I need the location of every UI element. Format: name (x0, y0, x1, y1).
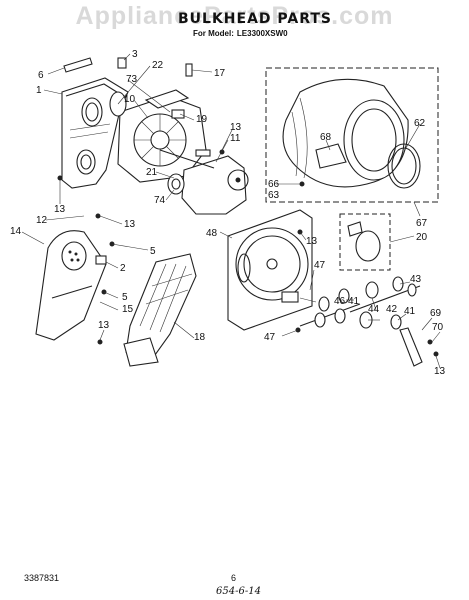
callout-43: 43 (410, 274, 422, 285)
document-number: 3387831 (24, 573, 60, 583)
model-prefix: For Model: (193, 29, 234, 38)
model-number: LE3300XSW0 (236, 29, 288, 38)
belt-kit-part (339, 213, 391, 271)
drum-assembly-part (265, 67, 439, 203)
callout-6: 6 (38, 70, 44, 81)
callout-68: 68 (320, 132, 332, 143)
callout-42: 42 (386, 304, 398, 315)
callout-48: 48 (206, 228, 218, 239)
callout-labels: 3 22 6 73 17 1 10 19 13 11 21 62 68 66 6… (10, 49, 446, 377)
callout-22: 22 (152, 60, 164, 71)
page-number: 6 (231, 573, 237, 583)
callout-14: 14 (10, 226, 22, 237)
callout-19: 19 (196, 114, 208, 125)
callout-13-b: 13 (54, 204, 66, 215)
callout-2: 2 (120, 263, 126, 274)
callout-41-b: 41 (404, 306, 416, 317)
front-panel-part (61, 57, 129, 189)
rear-panel-part (35, 230, 107, 341)
callout-3: 3 (132, 49, 138, 60)
callout-66: 66 (268, 179, 280, 190)
callout-73: 73 (126, 74, 138, 85)
callout-47-b: 47 (264, 332, 276, 343)
callout-21: 21 (146, 167, 158, 178)
callout-41-a: 41 (348, 296, 360, 307)
callout-13-c: 13 (124, 219, 136, 230)
callout-13-f: 13 (434, 366, 446, 377)
handwritten-note: 654-6-14 (216, 586, 261, 597)
model-line: For Model:LE3300XSW0 (190, 29, 288, 38)
callout-62: 62 (414, 118, 426, 129)
leader-lines (21, 53, 441, 369)
callout-18: 18 (194, 332, 206, 343)
heater-duct-part (123, 253, 197, 367)
callout-46: 46 (334, 296, 346, 307)
callout-70: 70 (432, 322, 444, 333)
callout-63: 63 (268, 190, 280, 201)
callout-1: 1 (36, 85, 42, 96)
callout-10: 10 (124, 94, 136, 105)
callout-12: 12 (36, 215, 48, 226)
drum-rollers-part (299, 276, 439, 367)
callout-13-d: 13 (306, 236, 318, 247)
callout-13-e: 13 (98, 320, 110, 331)
callout-20: 20 (416, 232, 428, 243)
callout-17: 17 (214, 68, 226, 79)
callout-44: 44 (368, 304, 380, 315)
callout-5-b: 5 (122, 292, 128, 303)
rear-bulkhead-part (227, 209, 313, 331)
callout-47-a: 47 (314, 260, 326, 271)
callout-11: 11 (230, 133, 241, 144)
callout-13-a: 13 (230, 122, 242, 133)
callout-15: 15 (122, 304, 134, 315)
motor-bracket-part (159, 149, 249, 215)
callout-69: 69 (430, 308, 442, 319)
callout-5-a: 5 (150, 246, 156, 257)
page-title: BULKHEAD PARTS (178, 11, 333, 27)
callout-67: 67 (416, 218, 428, 229)
watermark: AppliancePartsPros.com (75, 2, 394, 30)
hardware-screws (57, 57, 301, 345)
callout-74: 74 (154, 195, 166, 206)
